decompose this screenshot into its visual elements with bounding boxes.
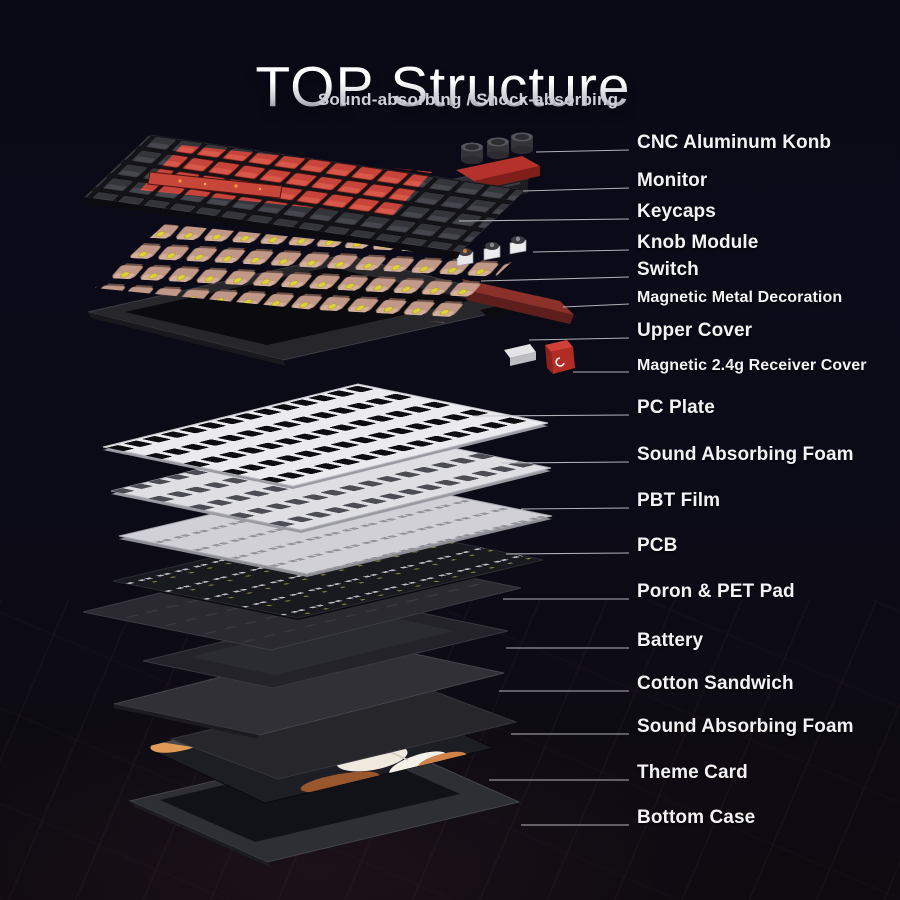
label-poron-pet-pad: Poron & PET Pad — [637, 581, 795, 602]
label-monitor: Monitor — [637, 170, 708, 191]
pc-plate-layer — [102, 383, 549, 489]
label-battery: Battery — [637, 630, 704, 651]
label-sound-absorbing-foam-bottom: Sound Absorbing Foam — [637, 716, 854, 737]
label-pbt-film: PBT Film — [637, 490, 721, 511]
page-subtitle: Sound-absorbing / Shock-absorbing — [317, 90, 619, 109]
leader-lines — [458, 149, 630, 826]
assembled-keyboard — [83, 134, 527, 258]
receiver-cover — [545, 340, 575, 374]
label-pcb: PCB — [637, 535, 678, 556]
knob — [461, 142, 483, 164]
label-knob-module: Knob Module — [637, 232, 759, 253]
knob — [511, 132, 533, 154]
page-title: TOP Structure — [0, 54, 893, 120]
magnetic-metal-decoration — [462, 279, 574, 324]
usb-receiver — [504, 344, 536, 366]
label-sound-absorbing-foam-top: Sound Absorbing Foam — [637, 444, 854, 465]
label-magnetic-24g-receiver-cover: Magnetic 2.4g Receiver Cover — [637, 357, 867, 374]
pbt-film-layer — [118, 477, 553, 577]
knob — [487, 137, 509, 159]
label-theme-card: Theme Card — [637, 762, 748, 783]
label-bottom-case: Bottom Case — [637, 807, 756, 828]
label-cotton-sandwich: Cotton Sandwich — [637, 673, 794, 694]
label-keycaps: Keycaps — [637, 201, 716, 222]
cnc-aluminum-knobs — [456, 132, 540, 191]
label-upper-cover: Upper Cover — [637, 320, 753, 341]
label-cnc-aluminum-konb: CNC Aluminum Konb — [637, 132, 832, 153]
label-switch: Switch — [637, 259, 699, 280]
knob-module — [456, 236, 527, 267]
label-pc-plate: PC Plate — [637, 397, 715, 418]
label-magnetic-metal-decoration: Magnetic Metal Decoration — [637, 289, 843, 306]
